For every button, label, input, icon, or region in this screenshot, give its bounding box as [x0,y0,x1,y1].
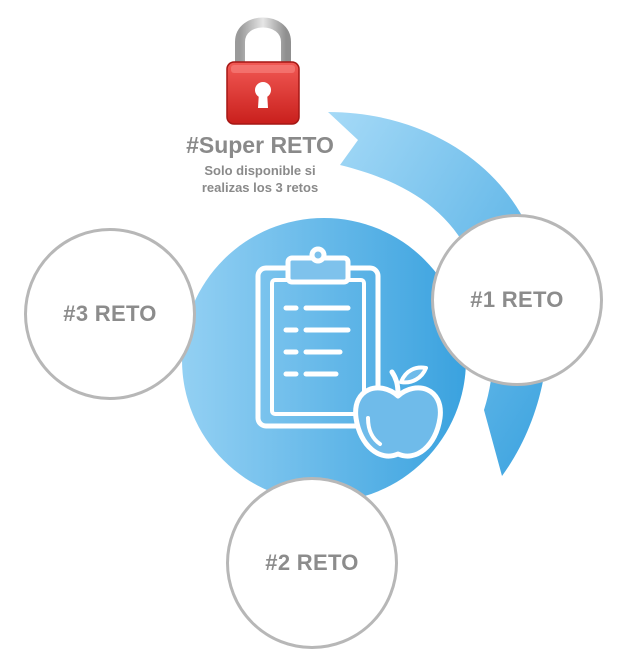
reto-3-circle[interactable]: #3 RETO [24,228,196,400]
clipboard-icon [255,246,381,429]
reto-1-circle[interactable]: #1 RETO [431,214,603,386]
progress-arrow-band [328,112,549,476]
super-reto-subtitle-line2: realizas los 3 retos [201,180,319,195]
reto-3-label: #3 RETO [63,301,157,326]
reto-2-circle[interactable]: #2 RETO [226,477,398,649]
super-reto-subtitle-line1: Solo disponible si [204,163,316,178]
padlock-icon [226,17,300,125]
reto-2-label: #2 RETO [265,550,359,575]
reto-1-label: #1 RETO [470,287,564,312]
super-reto-title: #Super RETO [186,132,334,158]
apple-icon [353,365,443,459]
super-reto-subtitle: Solo disponible si realizas los 3 retos [150,162,370,196]
